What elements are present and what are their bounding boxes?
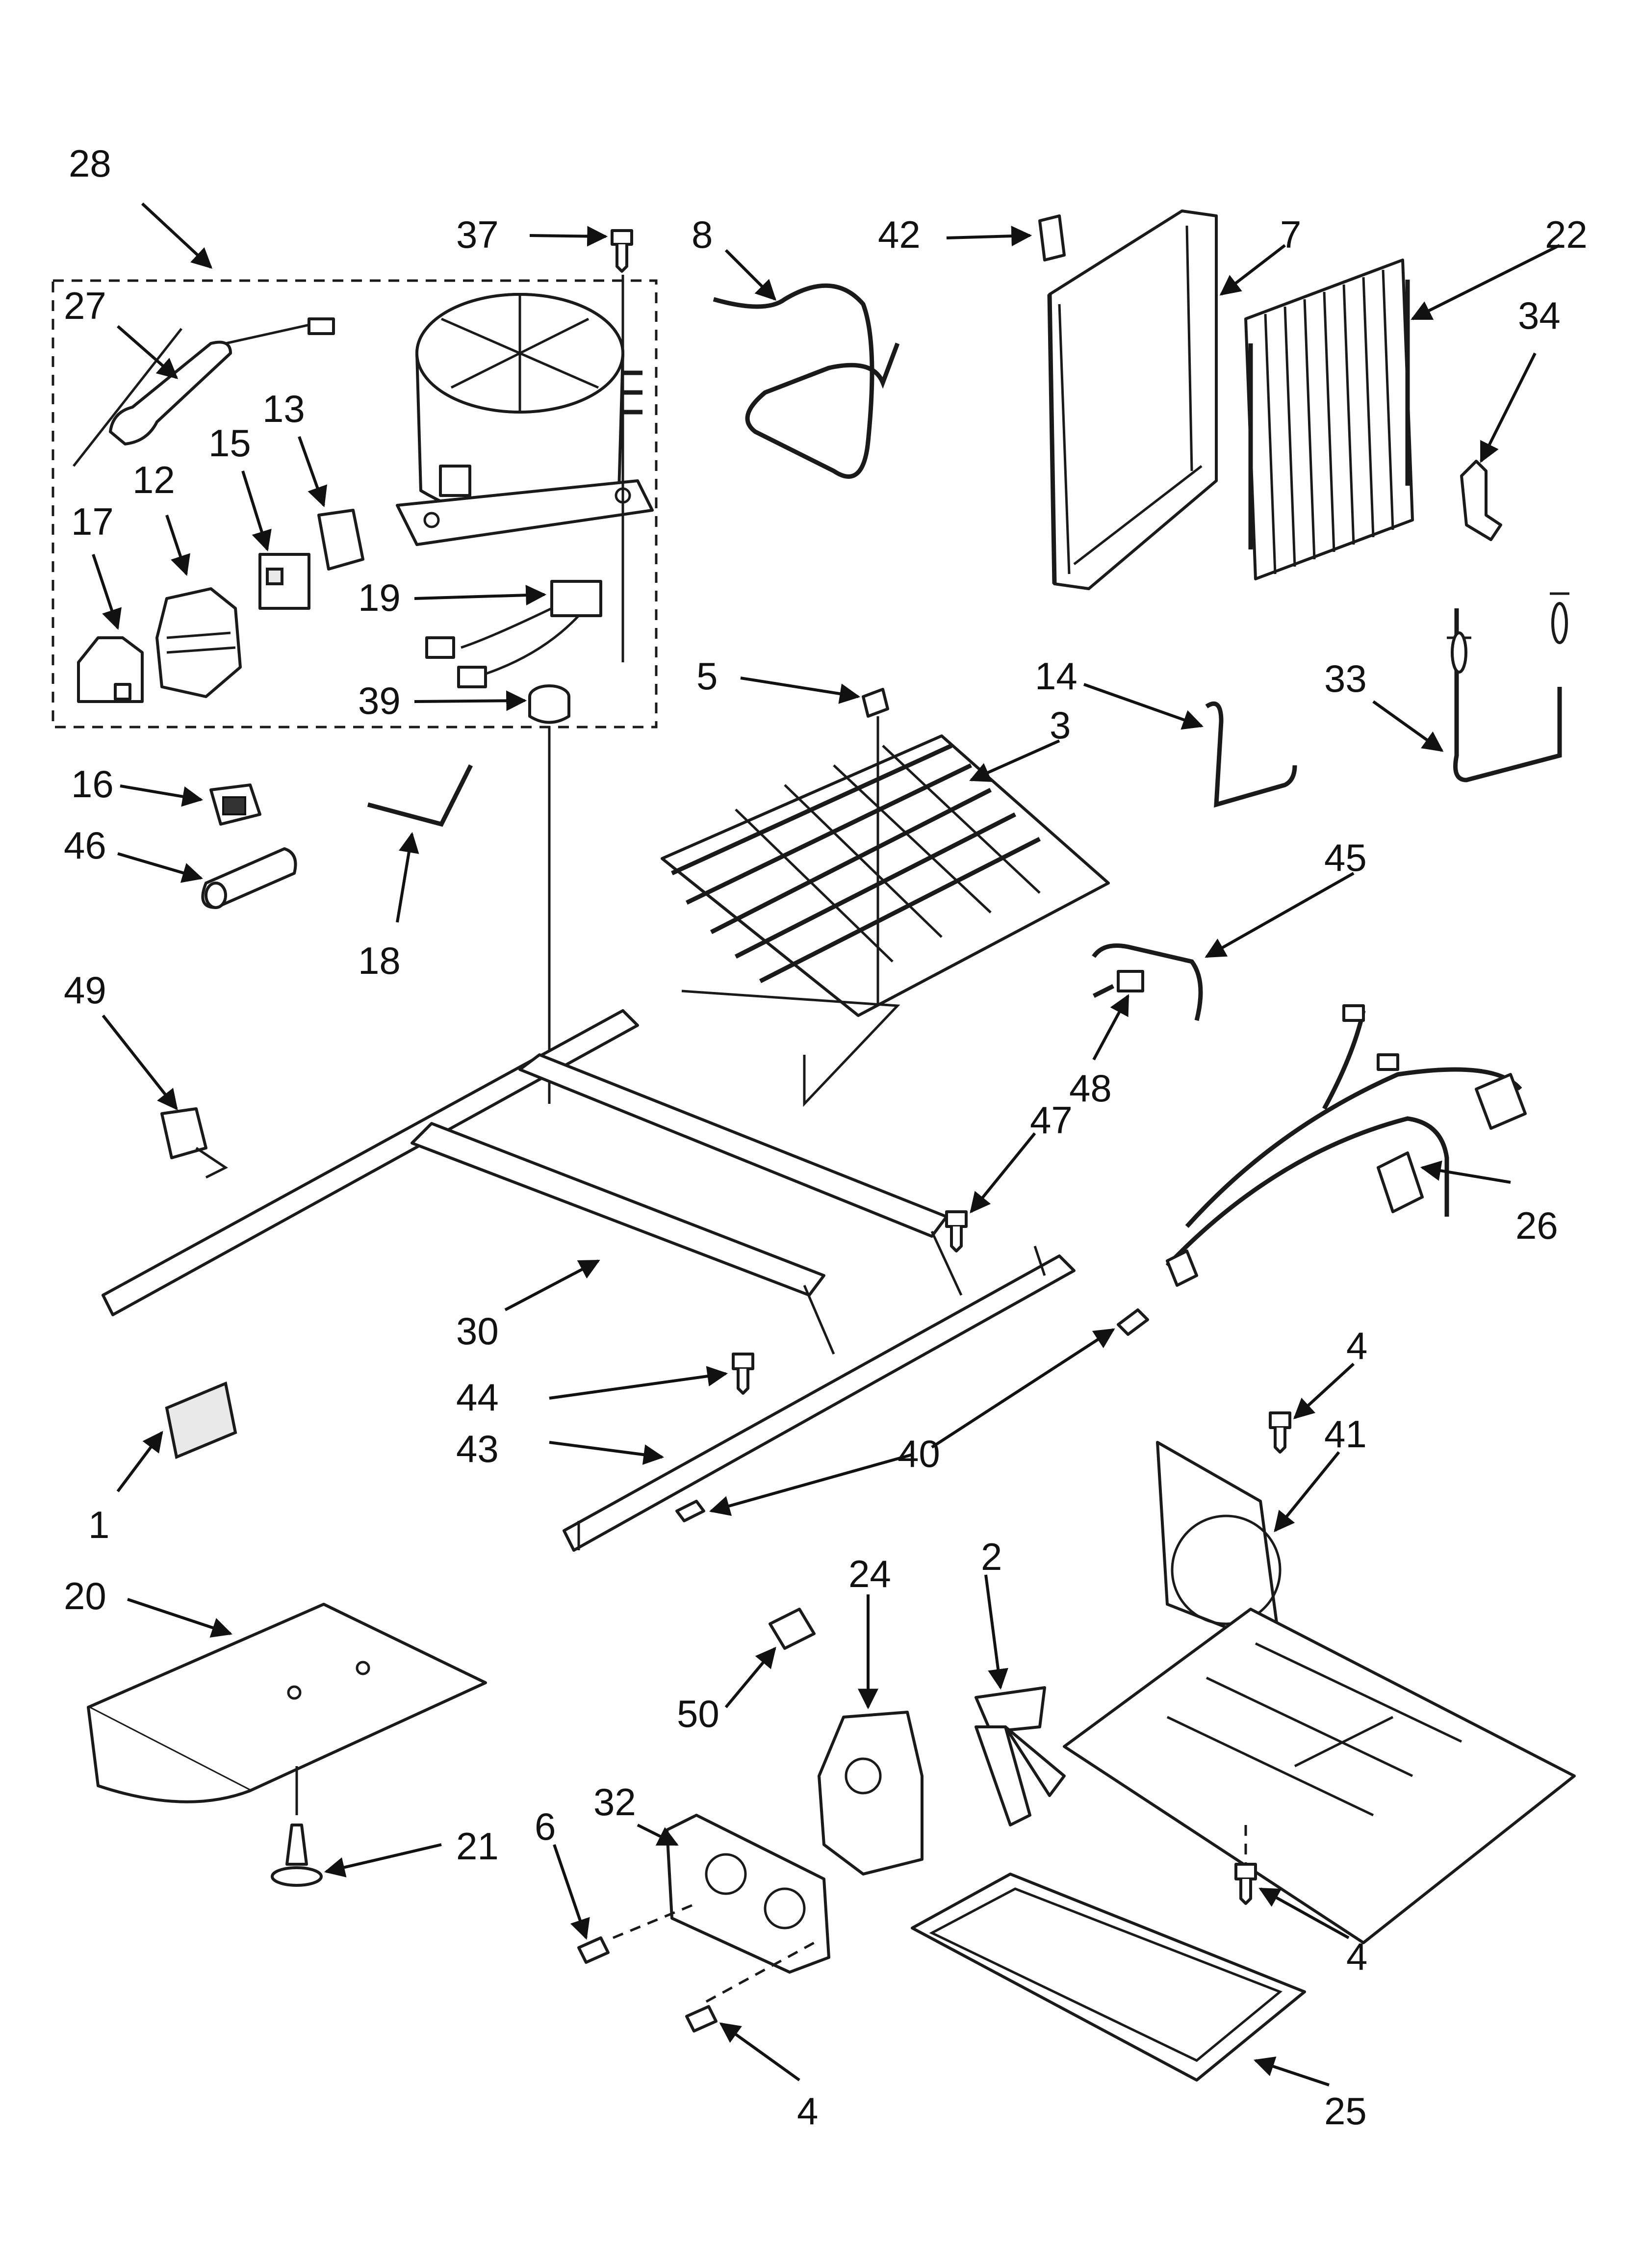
callout-47: 47 [1030, 1098, 1073, 1142]
drain-pan-25[interactable] [911, 1873, 1306, 2082]
callout-4a: 4 [1346, 1324, 1367, 1367]
screw-48[interactable] [1092, 970, 1144, 998]
callout-numbers: 28 37 8 42 7 22 27 13 15 12 17 34 19 39 … [64, 142, 1588, 2133]
base-pan[interactable] [1063, 1608, 1576, 1944]
base-cover-20[interactable] [87, 1603, 487, 1803]
callout-18: 18 [358, 939, 401, 982]
clip-5[interactable] [862, 688, 889, 1006]
callout-48: 48 [1069, 1067, 1112, 1110]
callout-16: 16 [71, 762, 114, 806]
callout-21: 21 [456, 1825, 499, 1868]
bracket-45[interactable] [1092, 943, 1203, 1021]
screw-40[interactable] [675, 1308, 1149, 1522]
callout-7: 7 [1280, 213, 1301, 256]
callout-15: 15 [208, 421, 251, 465]
condenser-coil-22[interactable] [1244, 259, 1414, 580]
callout-25: 25 [1324, 2089, 1367, 2133]
callout-40: 40 [898, 1432, 940, 1475]
cover-13[interactable] [317, 509, 364, 571]
callout-26: 26 [1515, 1204, 1558, 1247]
capacitor-19[interactable] [425, 580, 602, 688]
bracket-32[interactable] [666, 1814, 830, 1974]
mounting-path-lines [613, 1902, 815, 2003]
callout-24: 24 [848, 1552, 891, 1595]
wire-14[interactable] [1205, 701, 1297, 808]
callout-20: 20 [64, 1574, 106, 1617]
callout-17: 17 [71, 500, 114, 543]
callout-19: 19 [358, 576, 401, 619]
compressor[interactable] [396, 293, 654, 546]
rail-43[interactable] [563, 1246, 1076, 1552]
callout-27: 27 [64, 284, 106, 327]
callout-4c: 4 [797, 2089, 818, 2133]
fastener-21[interactable] [271, 1824, 323, 1887]
callout-37: 37 [456, 213, 499, 256]
callout-14: 14 [1035, 654, 1078, 698]
fan-blade-2[interactable] [975, 1686, 1066, 1826]
callout-8: 8 [692, 213, 713, 256]
callout-3: 3 [1050, 704, 1071, 747]
callout-45: 45 [1324, 836, 1367, 879]
callout-13: 13 [262, 387, 305, 430]
screw-4-bottom[interactable] [685, 2005, 718, 2033]
grommet-39[interactable] [528, 684, 570, 724]
callout-6: 6 [535, 1805, 556, 1848]
condenser-shroud-7[interactable] [1047, 209, 1218, 590]
evaporator-fan-motor-24[interactable] [818, 1711, 924, 1876]
callout-22: 22 [1545, 213, 1588, 256]
callout-46: 46 [64, 824, 106, 867]
screw-4-right[interactable] [1234, 1863, 1257, 1905]
callout-34: 34 [1518, 294, 1561, 337]
wiring-harness-26[interactable] [1165, 1004, 1527, 1287]
switch-16[interactable] [209, 783, 261, 826]
grommet-50[interactable] [769, 1608, 816, 1650]
start-relay-12[interactable] [155, 587, 242, 698]
clip-42[interactable] [1038, 214, 1066, 261]
callout-2: 2 [981, 1535, 1002, 1578]
evaporator-coil-3[interactable] [661, 734, 1110, 1107]
bracket-34[interactable] [1460, 460, 1502, 541]
callout-5: 5 [696, 654, 718, 698]
label-plate-1[interactable] [165, 1381, 237, 1460]
screw-4-top[interactable] [1269, 1411, 1291, 1454]
callout-42: 42 [878, 213, 921, 256]
callout-49: 49 [64, 968, 106, 1012]
capillary-tube-33[interactable] [1447, 592, 1569, 782]
screw-37[interactable] [611, 229, 633, 273]
screw-47[interactable] [945, 1210, 968, 1252]
sleeve-46[interactable] [201, 847, 297, 909]
clip-49[interactable] [160, 1107, 228, 1179]
callout-43: 43 [456, 1427, 499, 1470]
callout-39: 39 [358, 679, 401, 722]
callout-32: 32 [593, 1780, 636, 1824]
relay-15[interactable] [258, 553, 310, 610]
callout-44: 44 [456, 1376, 499, 1419]
callout-33: 33 [1324, 657, 1367, 700]
callout-4b: 4 [1346, 1935, 1367, 1978]
compressor-kit-boundary [51, 279, 658, 729]
drier-27[interactable] [73, 317, 335, 467]
overload-17[interactable] [77, 636, 144, 703]
callout-41: 41 [1324, 1412, 1367, 1456]
callout-30: 30 [456, 1309, 499, 1353]
screw-44[interactable] [732, 1353, 754, 1395]
discharge-tube-8[interactable] [713, 283, 900, 479]
compressor-mounting-frame-30[interactable] [102, 1009, 963, 1355]
callout-50: 50 [677, 1692, 719, 1735]
leader-lines [92, 202, 1561, 2086]
callout-1: 1 [88, 1503, 109, 1546]
callout-28: 28 [69, 142, 111, 185]
callout-12: 12 [132, 458, 175, 501]
wire-clip-18[interactable] [367, 764, 473, 827]
screw-6[interactable] [577, 1936, 610, 1964]
